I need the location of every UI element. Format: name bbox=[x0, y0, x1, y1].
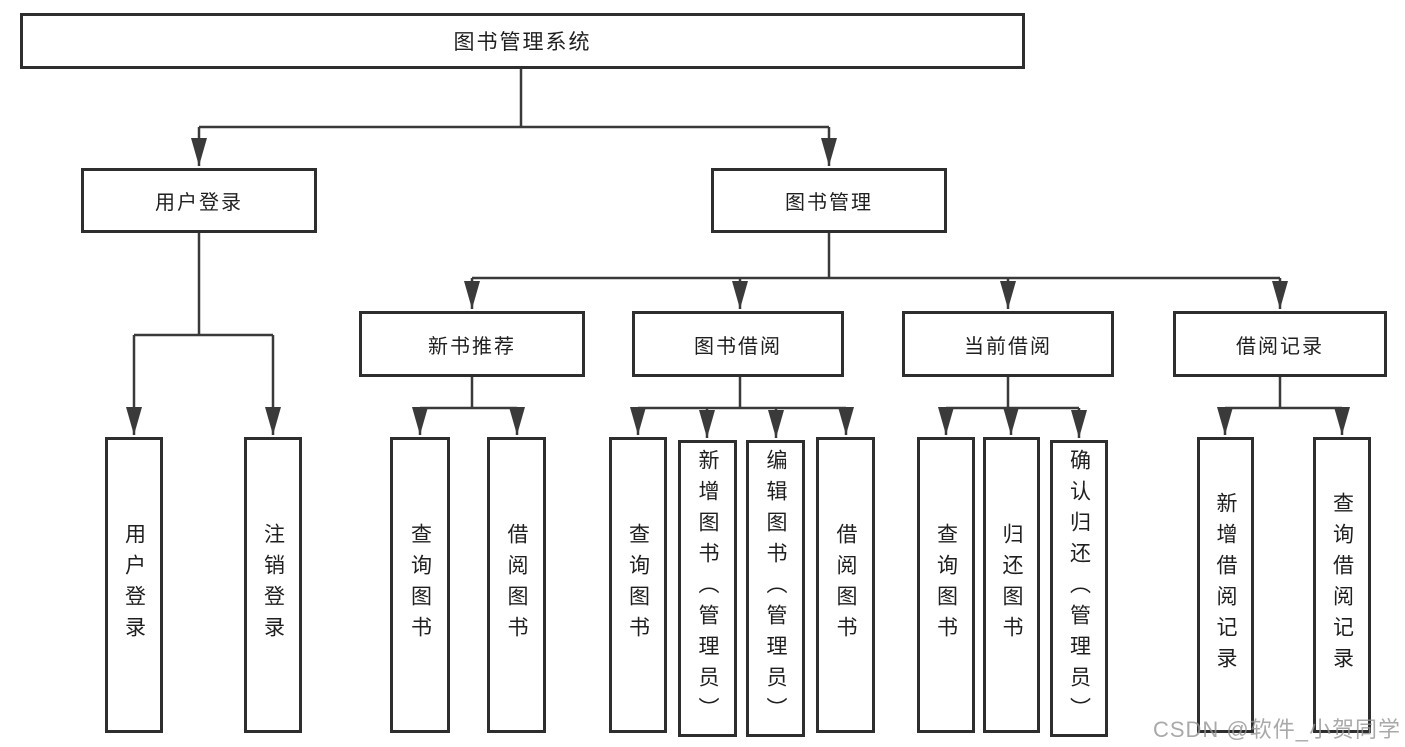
node-new-book-recommend: 新书推荐 bbox=[359, 311, 585, 377]
node-label: 当前借阅 bbox=[964, 335, 1052, 358]
node-label: 图书管理 bbox=[785, 192, 873, 214]
leaf-label: 查询借阅记录 bbox=[1330, 492, 1354, 678]
leaf-add-borrow-record: 新增借阅记录 bbox=[1197, 437, 1254, 733]
node-label: 借阅记录 bbox=[1236, 335, 1324, 358]
node-book-management: 图书管理 bbox=[711, 168, 947, 233]
leaf-label: 查询图书 bbox=[408, 523, 432, 647]
leaf-label: 新增借阅记录 bbox=[1214, 492, 1237, 678]
leaf-query-books-recommend: 查询图书 bbox=[390, 437, 450, 733]
leaf-label: 查询图书 bbox=[934, 523, 958, 647]
leaf-label: 编辑图书（管理员） bbox=[764, 449, 787, 728]
leaf-query-books-current: 查询图书 bbox=[917, 437, 975, 733]
leaf-borrow-books-recommend: 借阅图书 bbox=[487, 437, 546, 733]
leaf-query-books-borrow: 查询图书 bbox=[609, 437, 667, 733]
leaf-borrow-books-borrow: 借阅图书 bbox=[816, 437, 875, 733]
root-split-line bbox=[199, 69, 829, 129]
node-label: 新书推荐 bbox=[428, 335, 516, 358]
leaf-label: 用户登录 bbox=[122, 523, 146, 647]
node-label: 图书管理系统 bbox=[453, 31, 592, 54]
leaf-edit-book-admin: 编辑图书（管理员） bbox=[746, 440, 805, 737]
user-login-split-line bbox=[134, 233, 273, 337]
leaf-label: 借阅图书 bbox=[834, 523, 857, 647]
records-split-line bbox=[1225, 377, 1342, 410]
recommend-split-line bbox=[420, 377, 517, 410]
leaf-label: 确认归还（管理员） bbox=[1067, 449, 1091, 728]
node-label: 用户登录 bbox=[155, 192, 243, 214]
book-management-split-line bbox=[472, 233, 1280, 280]
leaf-confirm-return-admin: 确认归还（管理员） bbox=[1050, 440, 1108, 737]
leaf-return-book: 归还图书 bbox=[983, 437, 1040, 733]
node-root: 图书管理系统 bbox=[20, 13, 1025, 69]
node-borrow-records: 借阅记录 bbox=[1173, 311, 1387, 377]
leaf-label: 注销登录 bbox=[261, 523, 285, 647]
node-label: 图书借阅 bbox=[694, 335, 782, 358]
leaf-label: 新增图书（管理员） bbox=[696, 449, 719, 728]
node-book-borrow: 图书借阅 bbox=[632, 311, 844, 377]
csdn-watermark: CSDN @软件_小贺同学 bbox=[1152, 717, 1401, 742]
leaf-user-login: 用户登录 bbox=[105, 437, 163, 733]
leaf-label: 归还图书 bbox=[1000, 523, 1023, 647]
leaf-query-borrow-record: 查询借阅记录 bbox=[1313, 437, 1371, 733]
node-user-login: 用户登录 bbox=[81, 168, 317, 233]
node-current-borrow: 当前借阅 bbox=[902, 311, 1114, 377]
leaf-label: 查询图书 bbox=[626, 523, 650, 647]
leaf-logout: 注销登录 bbox=[244, 437, 302, 733]
leaf-add-book-admin: 新增图书（管理员） bbox=[678, 440, 737, 737]
current-split-line bbox=[946, 377, 1079, 410]
borrow-split-line bbox=[638, 377, 846, 410]
leaf-label: 借阅图书 bbox=[505, 523, 528, 647]
